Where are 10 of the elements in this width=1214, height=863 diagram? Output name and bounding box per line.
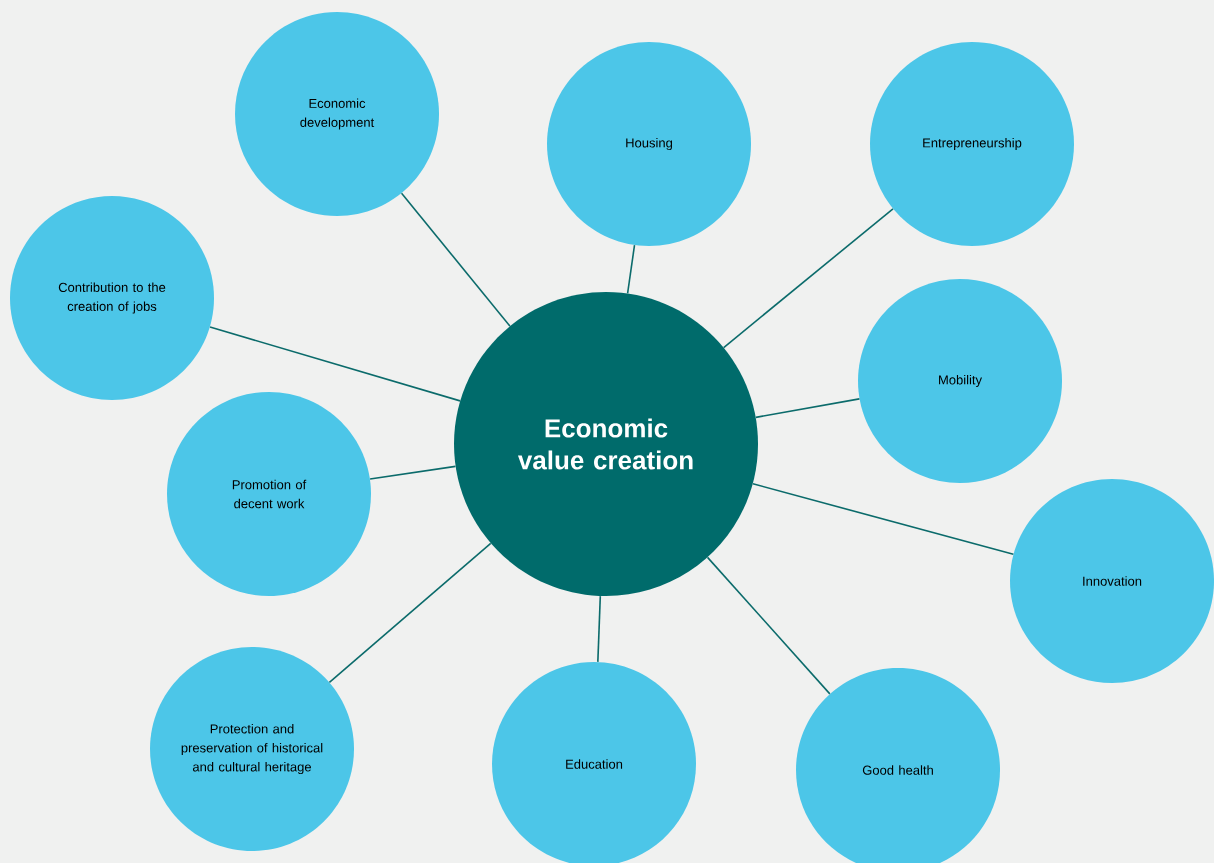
connector-line xyxy=(209,326,461,402)
connector-line xyxy=(328,542,492,684)
connector-line xyxy=(755,398,861,419)
connector-line xyxy=(752,482,1015,556)
connector-line xyxy=(369,465,457,480)
connector-line xyxy=(597,595,602,663)
connector-line xyxy=(400,192,511,327)
connector-line xyxy=(722,208,894,349)
connector-line xyxy=(626,244,636,295)
connector-line xyxy=(706,556,831,695)
